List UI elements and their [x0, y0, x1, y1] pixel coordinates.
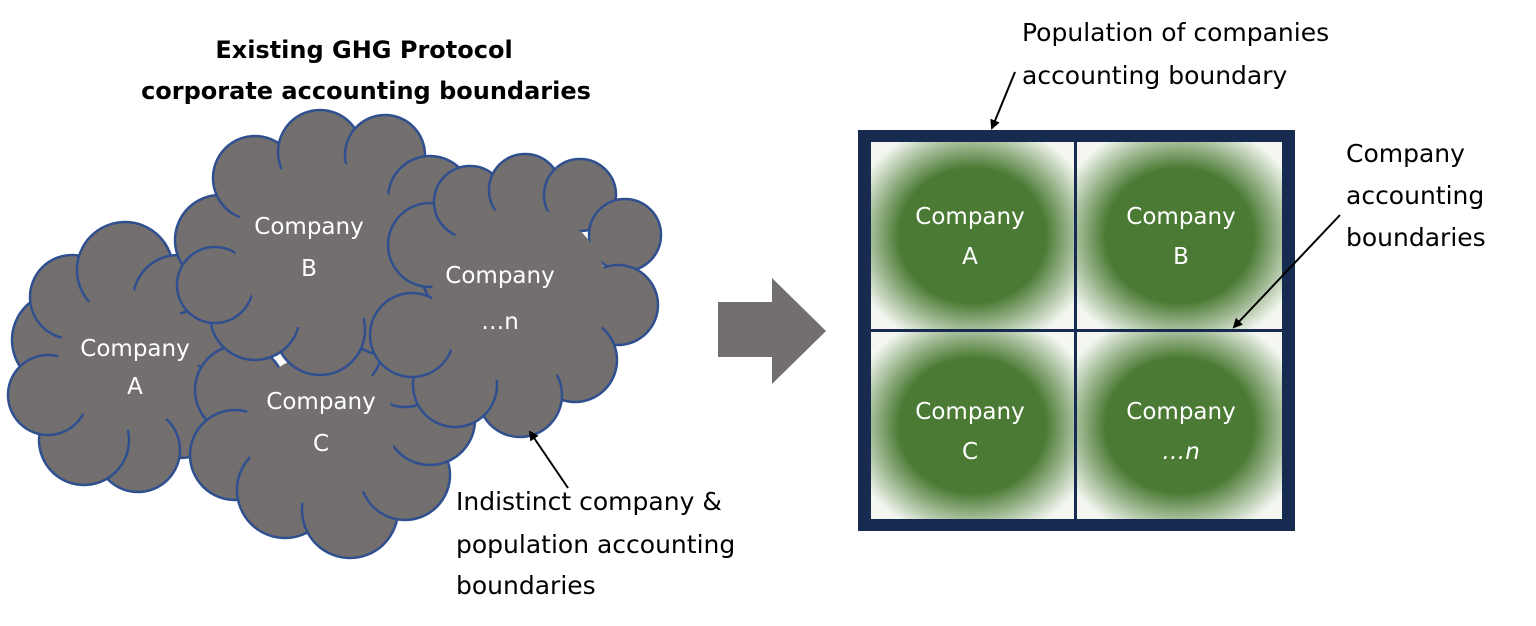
cloud-c-label-line2: C — [313, 431, 329, 457]
cell-n-label-line1: Company — [1126, 399, 1235, 425]
population-callout-arrow — [990, 71, 1016, 130]
cloud-a-label-line2: A — [127, 374, 143, 400]
company-callout-line3: boundaries — [1346, 223, 1486, 252]
population-boundary-frame — [858, 130, 1295, 531]
cell-a-label-line2: A — [962, 244, 978, 270]
cell-b-label-line2: B — [1173, 244, 1189, 270]
indistinct-callout-arrow — [528, 430, 569, 489]
company-callout-arrow — [1232, 214, 1341, 329]
cloud-company-c: Company C — [188, 295, 477, 560]
cloud-b-label-line2: B — [301, 256, 317, 282]
cell-c-label-line2: C — [962, 439, 978, 465]
cloud-company-n: Company …n — [368, 152, 663, 439]
cell-a-label-line1: Company — [915, 204, 1024, 230]
left-title-line2: corporate accounting boundaries — [141, 77, 591, 105]
transition-arrow — [718, 278, 826, 384]
cell-c-label-line1: Company — [915, 399, 1024, 425]
cell-b-label-line1: Company — [1126, 204, 1235, 230]
company-callout-line2: accounting — [1346, 181, 1484, 210]
cell-b — [1077, 142, 1282, 329]
cell-a — [871, 142, 1074, 329]
cloud-b-label-line1: Company — [254, 214, 363, 240]
cell-n-label-line2: …n — [1162, 439, 1200, 465]
indistinct-callout-line3: boundaries — [456, 571, 596, 600]
cloud-c-label-line1: Company — [266, 389, 375, 415]
company-callout-line1: Company — [1346, 139, 1465, 168]
cell-n — [1077, 332, 1282, 519]
population-callout-line2: accounting boundary — [1022, 61, 1288, 90]
cloud-n-label-line1: Company — [445, 263, 554, 289]
left-title-line1: Existing GHG Protocol — [215, 36, 512, 64]
cloud-n-label-line2: …n — [481, 309, 519, 335]
population-callout-line1: Population of companies — [1022, 18, 1329, 47]
cell-c — [871, 332, 1074, 519]
indistinct-callout-line1: Indistinct company & — [456, 487, 722, 516]
cloud-a-label-line1: Company — [80, 336, 189, 362]
indistinct-callout-line2: population accounting — [456, 530, 735, 559]
